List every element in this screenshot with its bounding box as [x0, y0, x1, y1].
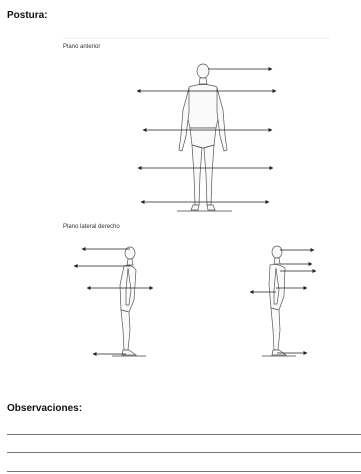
lateral-right-body-figure [269, 246, 286, 355]
observation-line[interactable] [7, 434, 361, 435]
observation-line[interactable] [7, 452, 361, 453]
anterior-body-figure [179, 64, 227, 210]
observations-title: Observaciones: [7, 403, 82, 414]
lateral-left-body-figure [120, 247, 136, 355]
observation-line[interactable] [7, 471, 361, 472]
